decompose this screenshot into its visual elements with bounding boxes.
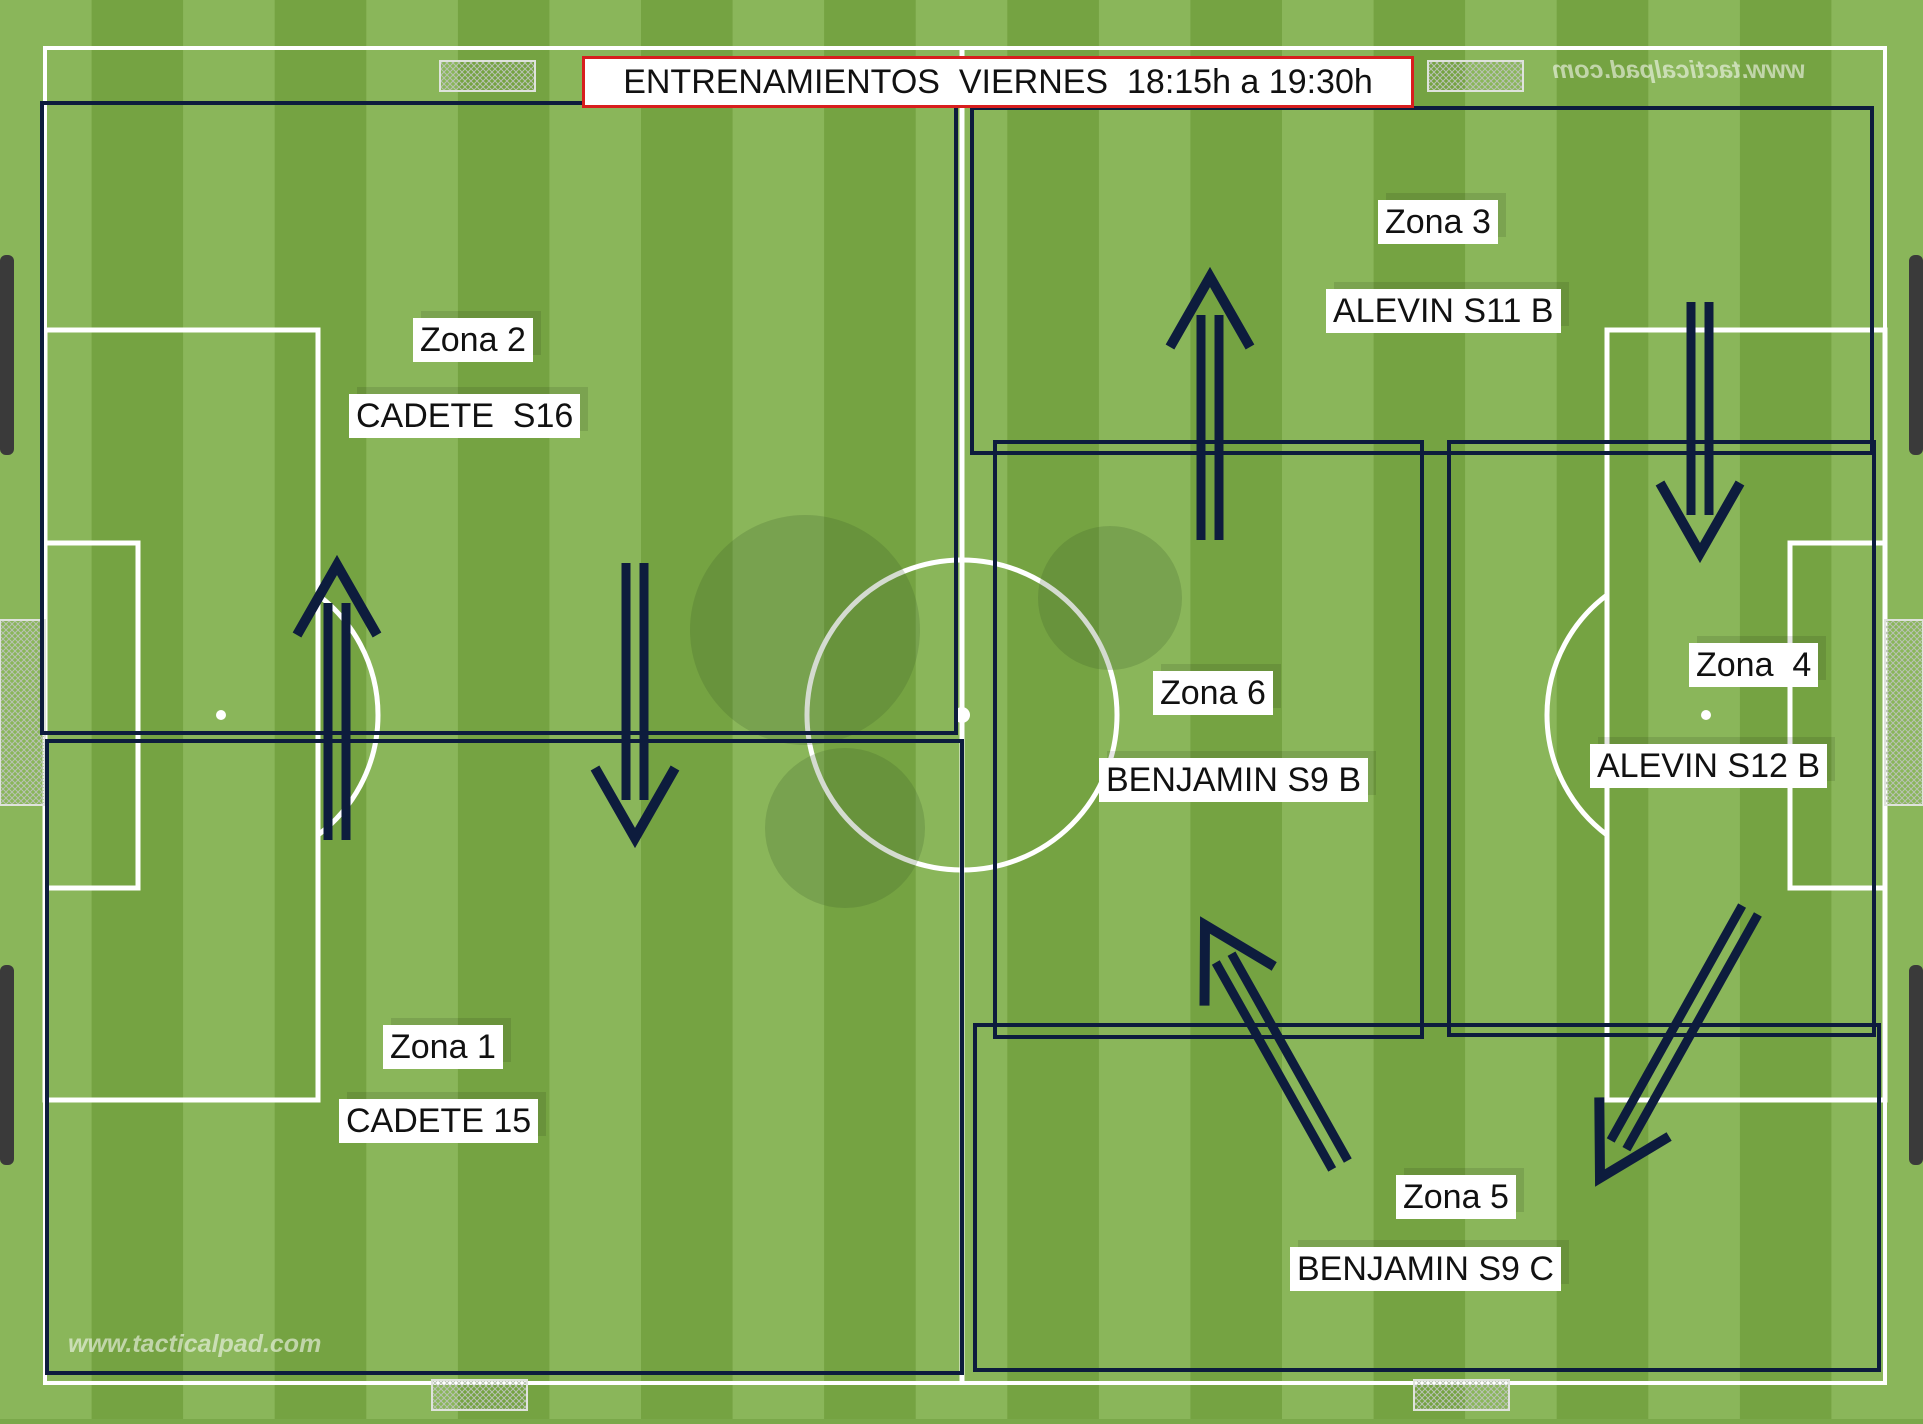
tacticalpad-ball-logo bbox=[690, 515, 1182, 908]
team-label: BENJAMIN S9 C bbox=[1290, 1247, 1561, 1291]
rotation-arrow bbox=[292, 554, 382, 840]
arrow-head bbox=[1199, 916, 1277, 1006]
rotation-arrow bbox=[1594, 903, 1762, 1187]
zone-label: Zona 2 bbox=[413, 318, 533, 362]
grass-stripe bbox=[824, 0, 917, 1419]
grass-stripe bbox=[1648, 0, 1741, 1419]
team-label: ALEVIN S11 B bbox=[1326, 289, 1561, 333]
zone-2-outline bbox=[40, 101, 958, 735]
arrow-shaft-line bbox=[1606, 903, 1747, 1143]
grass-stripe bbox=[183, 0, 276, 1419]
arrow-shaft-line bbox=[1622, 912, 1762, 1152]
zone-1-outline bbox=[45, 739, 964, 1375]
grass-stripe bbox=[1282, 0, 1375, 1419]
zone-5-outline bbox=[973, 1023, 1881, 1372]
zone-label: Zona 3 bbox=[1378, 200, 1498, 244]
arrow-head bbox=[292, 554, 382, 638]
grass-stripe bbox=[1556, 0, 1650, 1419]
arrow-head bbox=[590, 765, 680, 849]
arrow-shaft-line bbox=[1227, 951, 1352, 1163]
zone-label: Zona 4 bbox=[1689, 643, 1819, 687]
arrow-shaft-line bbox=[1211, 960, 1337, 1172]
grass-stripe bbox=[1007, 0, 1100, 1419]
rotation-arrow bbox=[1655, 302, 1745, 564]
grass-stripe bbox=[732, 0, 826, 1419]
zone-6-outline bbox=[993, 440, 1424, 1039]
watermark-bottom: www.tacticalpad.com bbox=[68, 1330, 322, 1358]
team-label: CADETE S16 bbox=[349, 394, 581, 438]
zone-label: Zona 5 bbox=[1396, 1175, 1516, 1219]
grass-stripe bbox=[641, 0, 734, 1419]
zone-outlines bbox=[40, 101, 1881, 1375]
arrow-head bbox=[1655, 480, 1745, 564]
rotation-arrow bbox=[1199, 916, 1352, 1172]
zone-label: Zona 1 bbox=[383, 1025, 503, 1069]
grass-stripe bbox=[274, 0, 368, 1419]
edge-tabs bbox=[0, 255, 1923, 1165]
arrow-head bbox=[1594, 1097, 1672, 1187]
goal-net-icon bbox=[0, 60, 1923, 1411]
session-title: ENTRENAMIENTOS VIERNES 18:15h a 19:30h bbox=[582, 56, 1414, 108]
team-label: ALEVIN S12 B bbox=[1590, 744, 1828, 788]
zone-label: Zona 6 bbox=[1153, 671, 1273, 715]
rotation-arrows bbox=[292, 266, 1762, 1187]
watermark-top: www.tacticalpad.com bbox=[1552, 56, 1806, 84]
zone-4-outline bbox=[1447, 440, 1876, 1037]
team-label: CADETE 15 bbox=[339, 1099, 539, 1143]
rotation-arrow bbox=[590, 563, 680, 849]
rotation-arrow bbox=[1165, 266, 1255, 540]
grass-stripe bbox=[366, 0, 459, 1419]
team-label: BENJAMIN S9 B bbox=[1099, 758, 1369, 802]
arrow-head bbox=[1165, 266, 1255, 350]
grass-stripe bbox=[457, 0, 551, 1419]
grass-stripe bbox=[1739, 0, 1833, 1419]
